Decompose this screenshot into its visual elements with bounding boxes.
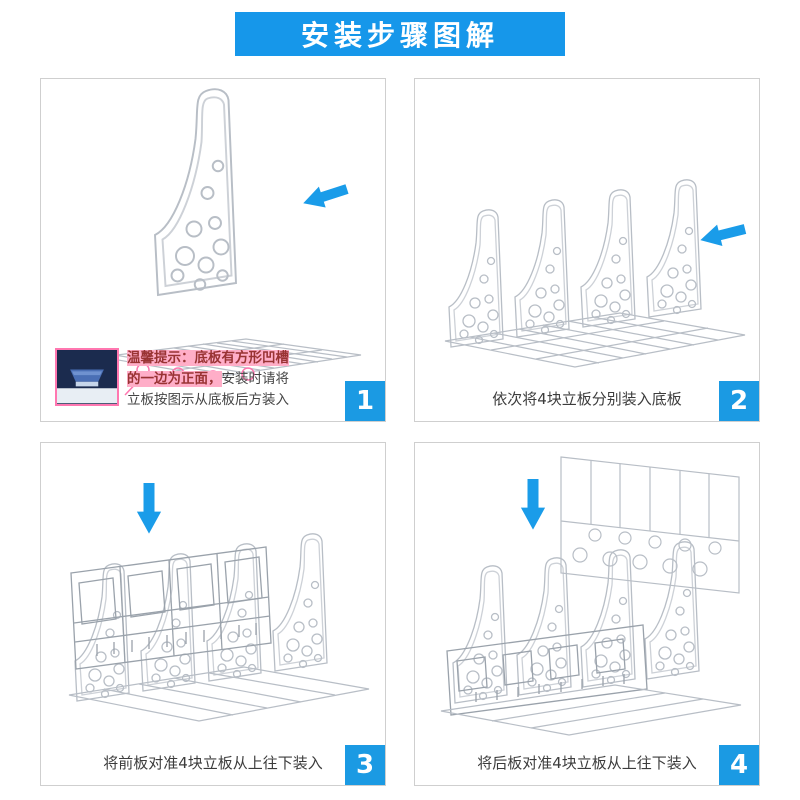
tip-line-2: 的一边为正面，安装时请将: [127, 371, 289, 388]
upright-panel-drawing: [154, 88, 237, 296]
step-caption: 将后板对准4块立板从上往下装入: [477, 754, 697, 772]
step-4-illustration: [440, 456, 742, 736]
base-board-drawing: [68, 666, 370, 722]
base-board-drawing: [440, 684, 742, 736]
direction-arrow-icon: [136, 483, 162, 534]
direction-arrow-icon: [299, 178, 351, 214]
step-panel-3: 将前板对准4块立板从上往下装入 3: [40, 442, 386, 786]
base-board-drawing: [444, 312, 746, 368]
front-board-drawing: [70, 546, 272, 670]
tip-block: 温馨提示：底板有方形凹槽 的一边为正面，安装时请将 立板按图示从底板后方装入: [55, 348, 289, 411]
step-panel-2: 依次将4块立板分别装入底板 2: [414, 78, 760, 422]
front-board-drawing: [446, 624, 648, 716]
step-number-badge: 1: [345, 381, 385, 421]
tip-text: 温馨提示：底板有方形凹槽 的一边为正面，安装时请将 立板按图示从底板后方装入: [127, 348, 289, 411]
direction-arrow-icon: [520, 479, 546, 530]
step-caption: 依次将4块立板分别装入底板: [492, 390, 682, 408]
tip-line-1: 温馨提示：底板有方形凹槽: [127, 350, 289, 367]
step-number-badge: 3: [345, 745, 385, 785]
step-caption: 将前板对准4块立板从上往下装入: [103, 754, 323, 772]
step-panel-4: 将后板对准4块立板从上往下装入 4: [414, 442, 760, 786]
upright-panels-drawing: [452, 541, 700, 704]
back-board-drawing: [560, 456, 740, 594]
step-number-badge: 2: [719, 381, 759, 421]
tip-line-3: 立板按图示从底板后方装入: [127, 392, 289, 409]
step-2-illustration: [444, 179, 748, 368]
page-title-banner: 安装步骤图解: [235, 12, 565, 56]
page-title: 安装步骤图解: [300, 19, 499, 52]
steps-grid: 温馨提示：底板有方形凹槽 的一边为正面，安装时请将 立板按图示从底板后方装入 1: [40, 78, 760, 786]
groove-photo: [55, 348, 119, 407]
direction-arrow-icon: [697, 218, 748, 251]
step-3-illustration: [68, 483, 370, 722]
step-number-badge: 4: [719, 745, 759, 785]
step-panel-1: 温馨提示：底板有方形凹槽 的一边为正面，安装时请将 立板按图示从底板后方装入 1: [40, 78, 386, 422]
